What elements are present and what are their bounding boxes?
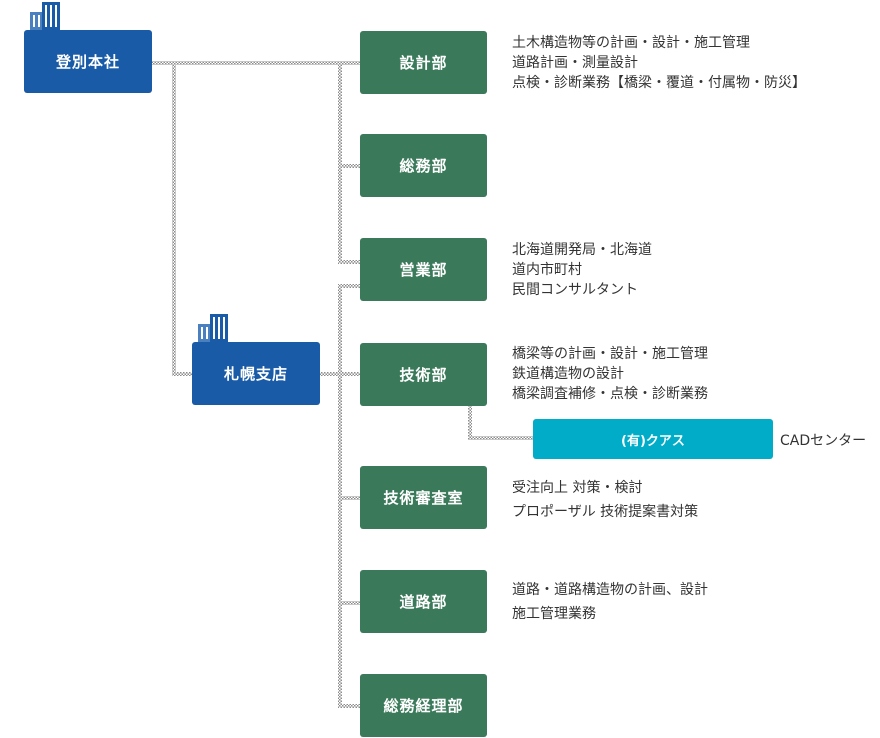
dept-label: 技術部 — [399, 366, 448, 384]
connector-sub-vertical — [468, 406, 472, 440]
dept-desc-tech-review: 受注向上 対策・検討 プロポーザル 技術提案書対策 — [512, 476, 698, 524]
dept-box-tech-review: 技術審査室 — [360, 466, 487, 529]
dept-desc-sales: 北海道開発局・北海道 道内市町村 民間コンサルタント — [512, 240, 652, 300]
desc-line: 橋梁調査補修・点検・診断業務 — [512, 386, 708, 402]
desc-line: 道路・道路構造物の計画、設計 — [512, 582, 708, 598]
connector-to-dept-3b — [338, 284, 360, 288]
dept-desc-design: 土木構造物等の計画・設計・施工管理 道路計画・測量設計 点検・診断業務【橋梁・覆… — [512, 33, 806, 93]
dept-label: 技術審査室 — [383, 489, 464, 507]
connector-head-vertical — [172, 61, 176, 376]
connector-upper-trunk — [338, 61, 342, 264]
desc-line: 橋梁等の計画・設計・施工管理 — [512, 346, 708, 362]
building-icon — [30, 2, 60, 30]
dept-box-general-affairs: 総務部 — [360, 134, 487, 197]
dept-box-sales: 営業部 — [360, 238, 487, 301]
head-office-box: 登別本社 — [24, 30, 152, 93]
connector-to-dept-3 — [338, 260, 360, 264]
dept-box-road: 道路部 — [360, 570, 487, 633]
dept-label: 道路部 — [399, 593, 448, 611]
desc-line: 鉄道構造物の設計 — [512, 366, 624, 382]
branch-office-box: 札幌支店 — [192, 342, 320, 405]
head-office-label: 登別本社 — [55, 53, 120, 71]
branch-office-label: 札幌支店 — [223, 365, 288, 383]
desc-line: プロポーザル 技術提案書対策 — [512, 504, 699, 520]
desc-line: 点検・診断業務【橋梁・覆道・付属物・防災】 — [512, 75, 806, 91]
dept-label: 設計部 — [399, 54, 448, 72]
desc-line: 受注向上 対策・検討 — [512, 480, 643, 496]
desc-line: 道内市町村 — [512, 262, 582, 278]
connector-head-horizontal — [152, 61, 360, 65]
desc-line: 土木構造物等の計画・設計・施工管理 — [512, 35, 750, 51]
dept-desc-road: 道路・道路構造物の計画、設計 施工管理業務 — [512, 578, 708, 626]
dept-label: 営業部 — [399, 261, 448, 279]
dept-label: 総務経理部 — [383, 697, 464, 715]
subsidiary-box: (有)クアス — [533, 419, 773, 459]
dept-box-engineering: 技術部 — [360, 343, 487, 406]
connector-branch-horizontal — [172, 372, 192, 376]
subsidiary-note: CADセンター — [780, 433, 867, 449]
connector-to-dept-5 — [338, 496, 360, 500]
connector-to-dept-7 — [338, 704, 360, 708]
desc-line: 民間コンサルタント — [512, 282, 638, 298]
building-icon — [198, 314, 228, 342]
dept-desc-engineering: 橋梁等の計画・設計・施工管理 鉄道構造物の設計 橋梁調査補修・点検・診断業務 — [512, 344, 708, 404]
dept-label: 総務部 — [399, 157, 448, 175]
desc-line: 道路計画・測量設計 — [512, 55, 638, 71]
desc-line: 北海道開発局・北海道 — [512, 242, 652, 258]
subsidiary-label: (有)クアス — [621, 433, 685, 449]
desc-line: 施工管理業務 — [512, 606, 596, 622]
connector-sub-horizontal — [468, 436, 533, 440]
connector-to-dept-2 — [338, 164, 360, 168]
dept-box-general-accounting: 総務経理部 — [360, 674, 487, 737]
dept-box-design: 設計部 — [360, 31, 487, 94]
connector-to-dept-6 — [338, 601, 360, 605]
